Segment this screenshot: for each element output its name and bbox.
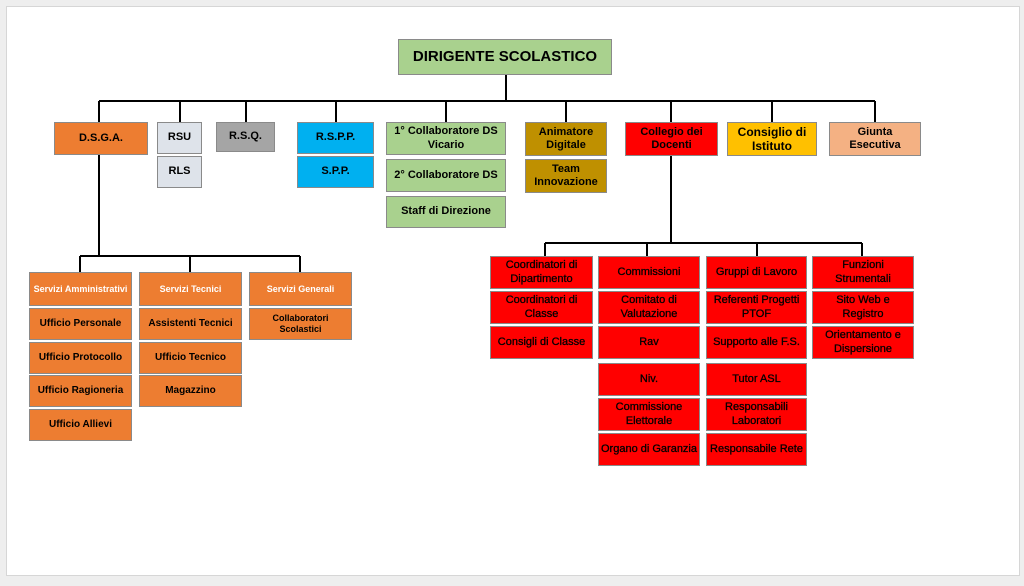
servizi-amministrativi-label: Servizi Amministrativi (33, 283, 128, 294)
gruppi-lavoro-box: Gruppi di Lavoro (706, 256, 807, 289)
assistenti-tecnici-box: Assistenti Tecnici (139, 308, 242, 340)
collaboratore-vicario-box: 1° Collaboratore DS Vicario (386, 122, 506, 155)
referenti-progetti-label: Referenti Progetti PTOF (713, 294, 800, 320)
sito-web-registro-box: Sito Web e Registro (812, 291, 914, 324)
servizi-generali-label: Servizi Generali (266, 283, 335, 294)
dirigente-scolastico-label: DIRIGENTE SCOLASTICO (412, 48, 598, 65)
responsabili-laboratori-label: Responsabili Laboratori (725, 401, 788, 427)
servizi-amministrativi-box: Servizi Amministrativi (29, 272, 132, 306)
responsabile-rete-label: Responsabile Rete (710, 442, 803, 455)
ufficio-protocollo-label: Ufficio Protocollo (38, 352, 123, 363)
niv-box: Niv. (598, 363, 700, 396)
commissioni-box: Commissioni (598, 256, 700, 289)
supporto-fs-box: Supporto alle F.S. (706, 326, 807, 359)
collaboratori-scolastici-label: Collaboratori Scolastici (272, 313, 329, 334)
magazzino-label: Magazzino (165, 385, 216, 396)
rav-label: Rav (639, 335, 659, 348)
animatore-digitale-label: Animatore Digitale (538, 125, 594, 151)
rls-label: RLS (168, 165, 191, 178)
responsabile-rete-box: Responsabile Rete (706, 433, 807, 466)
ufficio-ragioneria-label: Ufficio Ragioneria (37, 385, 124, 396)
giunta-esecutiva-box: Giunta Esecutiva (829, 122, 921, 156)
ufficio-personale-label: Ufficio Personale (39, 318, 122, 329)
comitato-valutazione-box: Comitato di Valutazione (598, 291, 700, 324)
coordinatori-dipartimento-box: Coordinatori di Dipartimento (490, 256, 593, 289)
funzioni-strumentali-label: Funzioni Strumentali (835, 259, 891, 285)
sito-web-registro-label: Sito Web e Registro (836, 294, 890, 320)
rsu-box: RSU (157, 122, 202, 154)
giunta-esecutiva-label: Giunta Esecutiva (849, 125, 901, 151)
gruppi-lavoro-label: Gruppi di Lavoro (715, 265, 798, 278)
orientamento-dispersione-box: Orientamento e Dispersione (812, 326, 914, 359)
supporto-fs-label: Supporto alle F.S. (713, 335, 800, 348)
referenti-progetti-box: Referenti Progetti PTOF (706, 291, 807, 324)
dirigente-scolastico-box: DIRIGENTE SCOLASTICO (398, 39, 612, 75)
magazzino-box: Magazzino (139, 375, 242, 407)
consiglio-istituto-box: Consiglio di Istituto (727, 122, 817, 156)
niv-label: Niv. (639, 372, 659, 385)
dsga-label: D.S.G.A. (78, 131, 123, 144)
rls-box: RLS (157, 156, 202, 188)
tutor-asl-box: Tutor ASL (706, 363, 807, 396)
servizi-tecnici-label: Servizi Tecnici (159, 283, 222, 294)
ufficio-personale-box: Ufficio Personale (29, 308, 132, 340)
rav-box: Rav (598, 326, 700, 359)
rsq-box: R.S.Q. (216, 122, 275, 152)
coordinatori-classe-label: Coordinatori di Classe (505, 294, 578, 320)
secondo-collaboratore-box: 2° Collaboratore DS (386, 159, 506, 192)
staff-direzione-box: Staff di Direzione (386, 196, 506, 228)
rspp-label: R.S.P.P. (315, 131, 356, 144)
collegio-docenti-label: Collegio dei Docenti (640, 125, 703, 151)
collaboratore-vicario-label: 1° Collaboratore DS Vicario (394, 125, 498, 151)
team-innovazione-box: Team Innovazione (525, 159, 607, 193)
consigli-classe-label: Consigli di Classe (497, 335, 586, 348)
ufficio-protocollo-box: Ufficio Protocollo (29, 342, 132, 374)
funzioni-strumentali-box: Funzioni Strumentali (812, 256, 914, 289)
commissione-elettorale-box: Commissione Elettorale (598, 398, 700, 431)
consiglio-istituto-label: Consiglio di Istituto (737, 124, 807, 153)
organo-garanzia-box: Organo di Garanzia (598, 433, 700, 466)
spp-box: S.P.P. (297, 156, 374, 188)
secondo-collaboratore-label: 2° Collaboratore DS (394, 168, 498, 181)
staff-direzione-label: Staff di Direzione (401, 205, 491, 218)
rsu-label: RSU (167, 131, 192, 144)
ufficio-tecnico-label: Ufficio Tecnico (155, 352, 226, 363)
assistenti-tecnici-label: Assistenti Tecnici (148, 318, 233, 329)
ufficio-allievi-label: Ufficio Allievi (49, 419, 112, 430)
ufficio-allievi-box: Ufficio Allievi (29, 409, 132, 441)
servizi-generali-box: Servizi Generali (249, 272, 352, 306)
rsq-label: R.S.Q. (228, 130, 262, 143)
servizi-tecnici-box: Servizi Tecnici (139, 272, 242, 306)
collegio-docenti-box: Collegio dei Docenti (625, 122, 718, 156)
commissioni-label: Commissioni (617, 265, 681, 278)
orientamento-dispersione-label: Orientamento e Dispersione (825, 329, 901, 355)
team-innovazione-label: Team Innovazione (534, 162, 598, 188)
dsga-box: D.S.G.A. (54, 122, 148, 155)
commissione-elettorale-label: Commissione Elettorale (615, 401, 683, 427)
tutor-asl-label: Tutor ASL (732, 372, 781, 385)
consigli-classe-box: Consigli di Classe (490, 326, 593, 359)
responsabili-laboratori-box: Responsabili Laboratori (706, 398, 807, 431)
coordinatori-classe-box: Coordinatori di Classe (490, 291, 593, 324)
collaboratori-scolastici-box: Collaboratori Scolastici (249, 308, 352, 340)
rspp-box: R.S.P.P. (297, 122, 374, 154)
organo-garanzia-label: Organo di Garanzia (601, 442, 697, 455)
animatore-digitale-box: Animatore Digitale (525, 122, 607, 156)
coordinatori-dipartimento-label: Coordinatori di Dipartimento (505, 259, 578, 285)
ufficio-tecnico-box: Ufficio Tecnico (139, 342, 242, 374)
ufficio-ragioneria-box: Ufficio Ragioneria (29, 375, 132, 407)
comitato-valutazione-label: Comitato di Valutazione (620, 294, 678, 320)
spp-label: S.P.P. (321, 165, 350, 178)
